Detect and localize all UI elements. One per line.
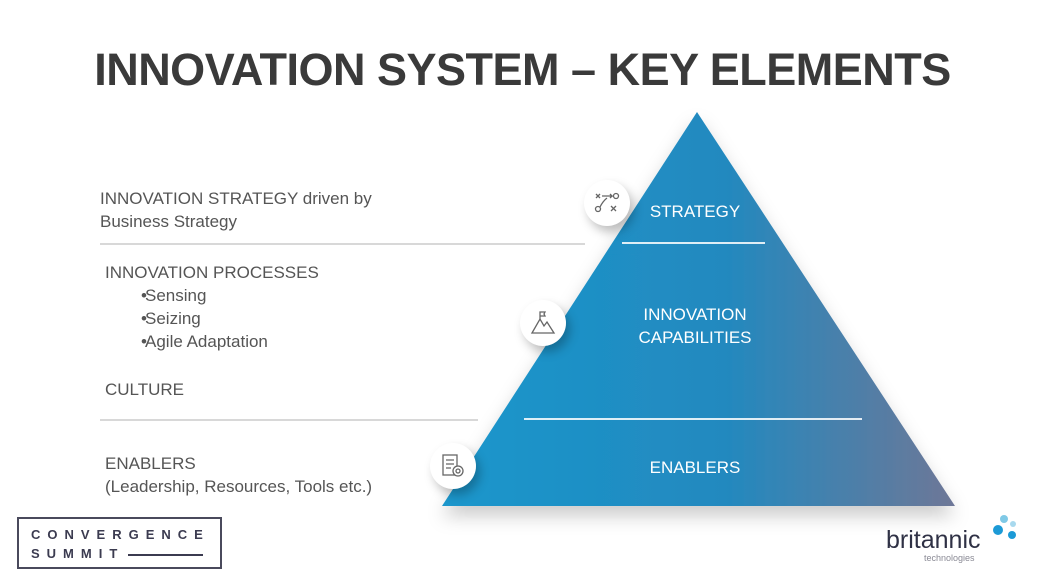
pyramid-level-enablers: ENABLERS	[649, 458, 741, 477]
list-item: Sensing	[105, 284, 268, 307]
list-item: Seizing	[105, 307, 268, 330]
logo-rule	[128, 553, 204, 556]
convergence-summit-logo: CONVERGENCE SUMMIT	[17, 517, 222, 569]
britannic-dots-icon	[993, 515, 1016, 539]
mountain-flag-icon	[520, 300, 566, 346]
slide-title: INNOVATION SYSTEM – KEY ELEMENTS	[94, 44, 951, 95]
enablers-detail: (Leadership, Resources, Tools etc.)	[105, 477, 373, 496]
enablers-heading: ENABLERS	[105, 454, 196, 473]
pyramid-level-strategy: STRATEGY	[649, 202, 741, 221]
innovation-strategy-text: INNOVATION STRATEGY driven by Business S…	[100, 189, 372, 231]
list-item: Agile Adaptation	[105, 330, 268, 353]
britannic-logo: britannic technologies	[886, 515, 1016, 563]
britannic-sub: technologies	[923, 553, 975, 563]
innovation-processes-heading: INNOVATION PROCESSES	[105, 263, 319, 282]
innovation-processes-list: Sensing Seizing Agile Adaptation	[105, 284, 268, 353]
strategy-play-icon	[584, 180, 630, 226]
pyramid-shape	[442, 112, 955, 506]
pyramid-level-capabilities: INNOVATION CAPABILITIES	[638, 305, 752, 347]
logo-line-1: CONVERGENCE	[31, 527, 210, 542]
britannic-wordmark: britannic	[886, 526, 981, 554]
checklist-gear-icon	[430, 443, 476, 489]
logo-line-2-wrap: SUMMIT	[31, 544, 220, 563]
logo-line-2: SUMMIT	[31, 546, 125, 561]
culture-label: CULTURE	[105, 380, 185, 399]
